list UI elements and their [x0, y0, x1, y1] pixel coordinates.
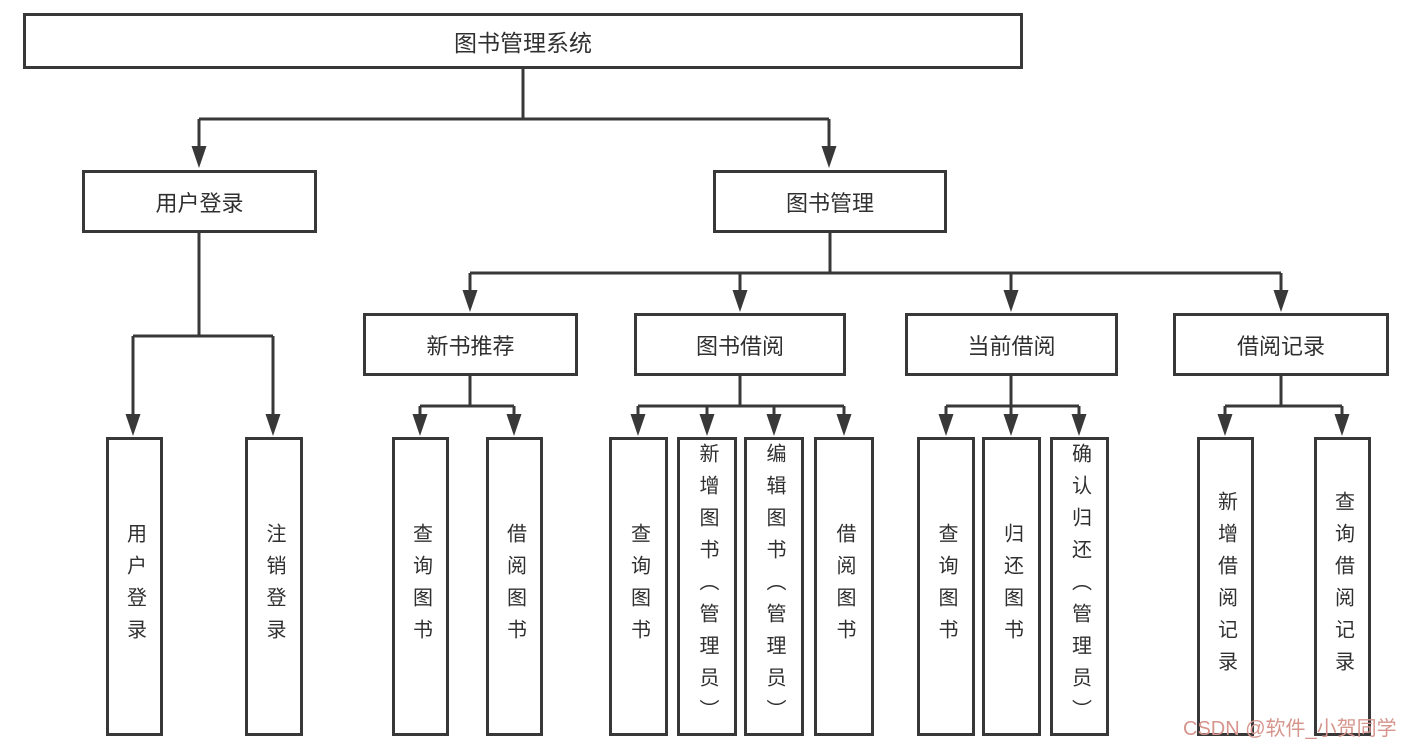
arrowhead	[1217, 414, 1233, 436]
node-label: 用户登录	[123, 522, 146, 651]
arrowhead	[506, 414, 522, 436]
node-label: 图书管理系统	[454, 30, 592, 56]
node-label: 借阅图书	[833, 522, 855, 651]
connector-book-borrow	[636, 376, 846, 415]
node-book-borrow: 图书借阅	[634, 313, 846, 376]
node-label: 新增图书（管理员）	[696, 442, 718, 731]
node-user-login: 用户登录	[82, 170, 317, 233]
leaf-query-books-borrow: 查询图书	[609, 437, 668, 736]
leaf-return-books: 归还图书	[982, 437, 1041, 736]
leaf-add-borrow-record: 新增借阅记录	[1197, 437, 1254, 736]
leaf-confirm-return-admin: 确认归还（管理员）	[1050, 437, 1109, 736]
arrowhead	[191, 146, 207, 168]
connector-book-management	[468, 233, 1283, 292]
connector-new-book	[418, 376, 516, 415]
arrowhead	[836, 414, 852, 436]
arrowhead	[1003, 414, 1019, 436]
connector-borrow-records	[1223, 376, 1344, 415]
leaf-query-borrow-record: 查询借阅记录	[1314, 437, 1371, 736]
node-library-system: 图书管理系统	[23, 13, 1023, 69]
arrowhead	[1071, 414, 1087, 436]
node-book-management: 图书管理	[713, 170, 947, 233]
leaf-query-books-current: 查询图书	[917, 437, 975, 736]
arrowhead	[412, 414, 428, 436]
leaf-add-books-admin: 新增图书（管理员）	[677, 437, 737, 736]
arrowhead	[462, 290, 478, 312]
node-label: 查询借阅记录	[1331, 490, 1354, 683]
node-label: 查询图书	[935, 522, 957, 651]
node-current-borrow: 当前借阅	[905, 313, 1118, 376]
arrowhead	[265, 414, 281, 436]
arrowhead	[821, 146, 837, 168]
node-label: 借阅图书	[503, 522, 526, 651]
leaf-borrow-books: 借阅图书	[814, 437, 874, 736]
node-label: 编辑图书（管理员）	[763, 442, 785, 731]
node-label: 当前借阅	[967, 333, 1056, 359]
connector-user-login	[131, 233, 275, 415]
arrowhead	[1003, 290, 1019, 312]
node-label: 用户登录	[155, 190, 244, 216]
node-label: 查询图书	[627, 522, 650, 651]
arrowhead	[1334, 414, 1350, 436]
arrowhead	[766, 414, 782, 436]
csdn-watermark: CSDN @软件_小贺同学	[1183, 718, 1397, 740]
arrowhead	[630, 414, 646, 436]
arrowhead	[1273, 290, 1289, 312]
node-label: 查询图书	[409, 522, 432, 651]
node-label: 确认归还（管理员）	[1068, 442, 1091, 731]
arrowhead	[699, 414, 715, 436]
node-label: 借阅记录	[1236, 333, 1325, 359]
arrowhead	[732, 290, 748, 312]
node-label: 图书借阅	[695, 333, 784, 359]
node-label: 图书管理	[785, 190, 874, 216]
connector-current-borrow	[944, 376, 1081, 415]
node-label: 新书推荐	[426, 333, 515, 359]
arrowhead	[938, 414, 954, 436]
leaf-query-books-recommend: 查询图书	[392, 437, 449, 736]
connector-root	[197, 69, 831, 147]
arrowhead	[125, 414, 141, 436]
node-label: 新增借阅记录	[1214, 490, 1237, 683]
node-new-book-recommend: 新书推荐	[363, 313, 578, 376]
leaf-user-login: 用户登录	[106, 437, 163, 736]
leaf-logout: 注销登录	[245, 437, 303, 736]
node-borrow-records: 借阅记录	[1173, 313, 1389, 376]
leaf-borrow-books-recommend: 借阅图书	[486, 437, 543, 736]
node-label: 归还图书	[1000, 522, 1023, 651]
node-label: 注销登录	[263, 522, 285, 651]
leaf-edit-books-admin: 编辑图书（管理员）	[744, 437, 804, 736]
